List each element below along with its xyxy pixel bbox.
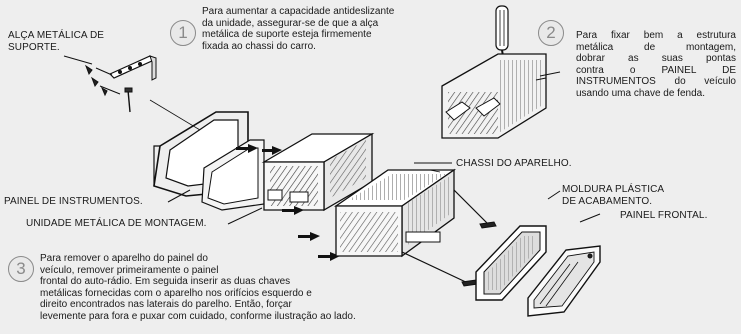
label-molding-line-2: DE ACABAMENTO.: [562, 195, 653, 207]
label-chassis: CHASSI DO APARELHO.: [456, 158, 572, 169]
faceplate-drawing: [527, 245, 601, 317]
mounting-sleeve-drawing: [261, 132, 375, 212]
label-molding-line-1: MOLDURA PLÁSTICA: [562, 184, 665, 195]
step-1-badge: 1: [170, 20, 196, 46]
step-1-line-4: fixada ao chassi do carro.: [202, 40, 316, 52]
insertion-arrows: [236, 144, 340, 261]
step-3-line-1: Para remover o aparelho do painel do: [40, 253, 208, 264]
step-2-badge: 2: [538, 20, 564, 46]
label-support-strap-line-1: ALÇA METÁLICA DE: [8, 30, 105, 41]
label-front-panel: PAINEL FRONTAL.: [620, 210, 708, 221]
step-3-line-5: direito encontrados nas laterais do pare…: [40, 299, 292, 310]
step-2-text: Para fixar bem a estrutura metálica de m…: [576, 30, 736, 99]
chassis-drawing: [333, 168, 497, 287]
label-mounting-sleeve: UNIDADE METÁLICA DE MONTAGEM.: [26, 218, 207, 229]
support-strap-drawing: [84, 55, 201, 131]
bent-tab-drawing: [441, 53, 561, 139]
step-2-line-6: usando uma chave de fenda.: [576, 87, 705, 99]
step-3-line-6: levemente para fora e puxar com cuidado,…: [40, 310, 356, 322]
step-2-line-2: metálica de montagem,: [576, 41, 736, 53]
molding-drawing: [475, 225, 547, 301]
step-1-line-3: metálica de suporte esteja firmemente: [202, 29, 372, 40]
label-instrument-panel: PAINEL DE INSTRUMENTOS.: [4, 196, 143, 207]
step-1-line-1: Para aumentar a capacidade antideslizant…: [202, 6, 395, 17]
step-3-text: Para remover o aparelho do painel do veí…: [40, 253, 380, 322]
label-support-strap-line-2: SUPORTE.: [8, 41, 60, 53]
step-1-line-2: da unidade, assegurar-se de que a alça: [202, 17, 379, 29]
label-support-strap: ALÇA METÁLICA DE SUPORTE.: [8, 30, 104, 53]
step-3-line-2: veículo, remover primeiramente o painel: [40, 264, 219, 276]
step-2-line-5: INSTRUMENTOS do veículo: [576, 76, 736, 87]
step-2-line-3: dobrar as suas pontas: [576, 53, 736, 64]
step-1-text: Para aumentar a capacidade antideslizant…: [202, 6, 418, 52]
leader-lines: [63, 55, 601, 225]
step-2-line-4: contra o PAINEL DE: [576, 64, 736, 76]
trim-ring-drawing: [201, 139, 265, 211]
step-3-line-3: frontal do auto-rádio. Em seguida inseri…: [40, 276, 291, 287]
step-3-badge: 3: [8, 256, 34, 282]
step-3-line-4: metálicas fornecidas com o aparelho nos …: [40, 287, 312, 299]
step-2-line-1: Para fixar bem a estrutura: [576, 30, 736, 41]
label-molding: MOLDURA PLÁSTICA DE ACABAMENTO.: [562, 184, 664, 207]
